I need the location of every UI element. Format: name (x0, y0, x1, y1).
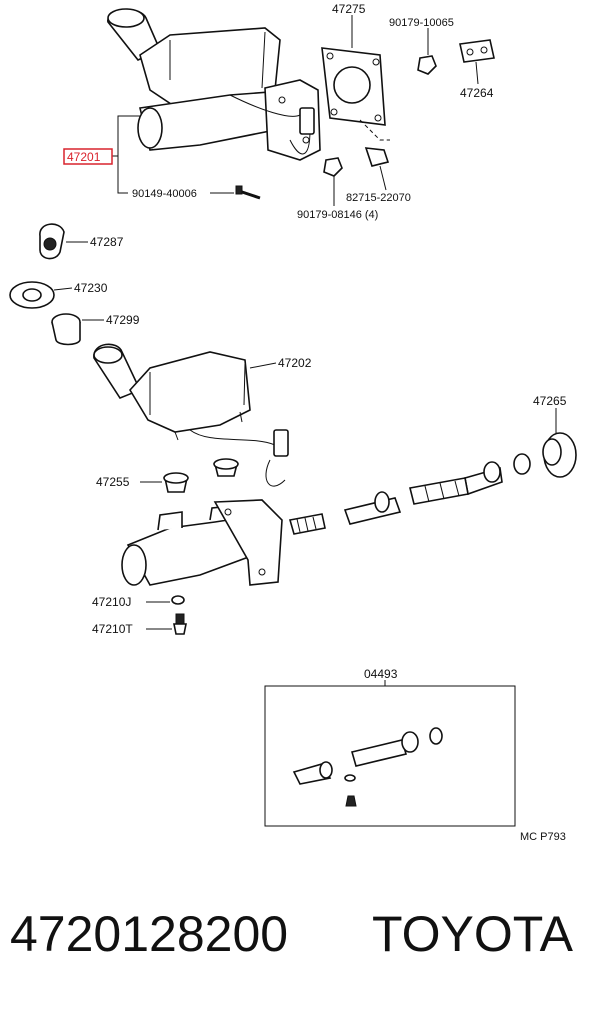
repair-kit-04493 (264, 680, 516, 827)
master-cylinder-body (121, 499, 283, 586)
label-47264: 47264 (460, 86, 494, 100)
seal-47230 (9, 281, 73, 309)
brand-name: TOYOTA (372, 906, 573, 962)
boot-47265 (542, 408, 577, 478)
grommet-47255 (140, 458, 239, 493)
seal-47210j (146, 595, 185, 605)
label-47275: 47275 (332, 2, 366, 16)
label-82715-22070: 82715-22070 (346, 192, 411, 204)
bleeder-47210t (146, 613, 187, 635)
label-47202: 47202 (278, 356, 312, 370)
label-47201: 47201 (67, 150, 101, 164)
label-47210t: 47210T (92, 622, 133, 636)
master-cylinder-assembly-top (107, 8, 321, 200)
label-47210j: 47210J (92, 595, 131, 609)
gasket-47275 (321, 15, 390, 141)
label-90179-10065: 90179-10065 (389, 17, 454, 29)
label-47230: 47230 (74, 281, 108, 295)
part-number: 4720128200 (10, 906, 289, 962)
cap-47299 (51, 313, 104, 346)
grommet-47287 (39, 223, 88, 260)
label-47255: 47255 (96, 475, 130, 489)
label-47265: 47265 (533, 394, 567, 408)
label-04493: 04493 (364, 667, 398, 681)
snap-ring (513, 453, 531, 475)
reservoir-47202 (93, 343, 289, 487)
nut-90179-08146 (323, 157, 343, 206)
label-90149-40006: 90149-40006 (132, 188, 197, 200)
parts-diagram: 47275 90179-10065 47264 47201 90149-4000… (9, 2, 577, 843)
clip-82715-22070 (364, 147, 390, 191)
diagram-reference: MC P793 (520, 831, 566, 843)
footer: 4720128200 TOYOTA (0, 905, 600, 985)
bracket-47264 (459, 39, 495, 85)
piston-assembly (288, 461, 503, 535)
highlight-box (63, 148, 113, 165)
nut-90179-10065 (417, 28, 437, 75)
label-47287: 47287 (90, 235, 124, 249)
label-47299: 47299 (106, 313, 140, 327)
callout-labels: 47275 90179-10065 47264 47201 90149-4000… (63, 2, 567, 843)
label-90179-08146: 90179-08146 (4) (297, 209, 378, 221)
